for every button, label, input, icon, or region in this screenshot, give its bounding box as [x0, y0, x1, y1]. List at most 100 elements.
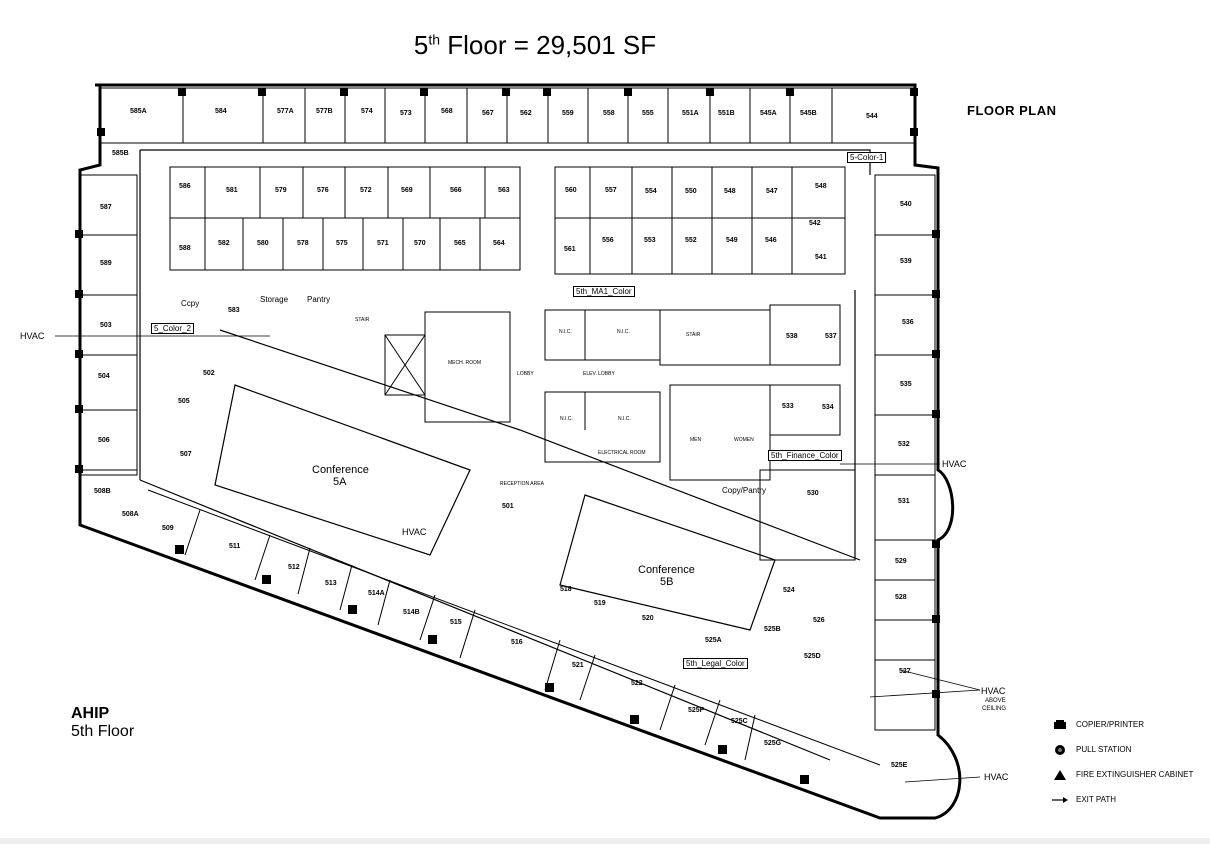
stair-label: STAIR [686, 332, 701, 338]
room-label: 528 [895, 594, 907, 601]
room-label: 569 [401, 187, 413, 194]
callout-finance-color[interactable]: 5th_Finance_Color [768, 450, 842, 461]
room-label: 525F [688, 707, 704, 714]
room-label: 525G [764, 740, 782, 747]
room-label: 555 [642, 110, 654, 117]
room-label: 584 [215, 108, 227, 115]
room-label: 534 [822, 404, 834, 411]
room-label: 548 [724, 188, 736, 195]
room-label: 520 [642, 615, 654, 622]
hvac-label: HVAC [942, 459, 967, 469]
callout-color-2[interactable]: 5_Color_2 [151, 323, 194, 334]
room-label: 575 [336, 240, 348, 247]
room-label: 574 [361, 108, 373, 115]
conference-5b-number: 5B [660, 576, 674, 588]
room-label: 545B [800, 110, 817, 117]
building-info: AHIP 5th Floor [71, 705, 134, 741]
callout-legal-color[interactable]: 5th_Legal_Color [683, 658, 748, 669]
hvac-label: HVAC [984, 772, 1009, 782]
legend-label: COPIER/PRINTER [1076, 720, 1145, 729]
room-label: 567 [482, 110, 494, 117]
room-label: 551B [718, 110, 735, 117]
room-label: 554 [645, 188, 657, 195]
room-label: 571 [377, 240, 389, 247]
legend-item: FIRE EXTINGUISHER CABINET [1050, 762, 1193, 787]
room-label: 515 [450, 619, 462, 626]
legend-item: COPIER/PRINTER [1050, 712, 1193, 737]
office-block-east [554, 166, 846, 275]
page-title: 5th Floor = 29,501 SF [413, 30, 657, 60]
room-label: 550 [685, 188, 697, 195]
room-label: 508B [94, 488, 111, 495]
room-label: 511 [229, 543, 241, 550]
room-label: 506 [98, 437, 110, 444]
floor-plan-label: FLOOR PLAN [967, 103, 1057, 118]
room-label: 522 [631, 680, 643, 687]
bottom-border [0, 838, 1210, 844]
fire-extinguisher-icon [1050, 768, 1070, 782]
building-floor: 5th Floor [71, 723, 135, 740]
room-label: 535 [900, 381, 912, 388]
room-label: 583 [228, 307, 240, 314]
room-label: 525A [705, 637, 722, 644]
west-perimeter-rooms [79, 174, 138, 476]
building-outline [78, 83, 962, 820]
room-label: 533 [782, 403, 794, 410]
room-label: 561 [564, 246, 576, 253]
nic-label: N.I.C. [560, 416, 573, 422]
copy-label: Ccpy [181, 299, 200, 308]
conference-5a-number: 5A [333, 476, 347, 488]
room-label: 585A [130, 108, 147, 115]
room-label: 545A [760, 110, 777, 117]
hvac-label: HVAC [402, 527, 427, 537]
legend: COPIER/PRINTER PULL STATION FIRE EXTINGU… [1050, 712, 1193, 812]
callout-ma1-color[interactable]: 5th_MA1_Color [573, 286, 635, 297]
room-label: 582 [218, 240, 230, 247]
room-label: 544 [866, 113, 878, 120]
room-label: 507 [180, 451, 192, 458]
room-label: 526 [813, 617, 825, 624]
room-label: 536 [902, 319, 914, 326]
room-label: 572 [360, 187, 372, 194]
room-label: 586 [179, 183, 191, 190]
room-label: 578 [297, 240, 309, 247]
room-label: 548 [815, 183, 827, 190]
room-label: 587 [100, 204, 112, 211]
legend-item: EXIT PATH [1050, 787, 1193, 812]
conference-5a-shape [214, 384, 471, 556]
room-label: 525B [764, 626, 781, 633]
east-perimeter-rooms [874, 174, 936, 731]
reception-label: RECEPTION AREA [500, 481, 544, 487]
conference-5a-label: Conference [312, 464, 369, 476]
legend-label: EXIT PATH [1076, 795, 1117, 804]
room-label: 518 [560, 586, 572, 593]
room-label: 542 [809, 220, 821, 227]
room-label: 580 [257, 240, 269, 247]
building-name: AHIP [71, 705, 110, 722]
building-core [384, 304, 856, 561]
room-label: 508A [122, 511, 139, 518]
stair-label: STAIR [355, 317, 370, 323]
room-label: 509 [162, 525, 174, 532]
room-label: 537 [825, 333, 837, 340]
callout-color-1[interactable]: 5-Color-1 [847, 152, 887, 163]
room-label: 564 [493, 240, 505, 247]
room-label: 556 [602, 237, 614, 244]
room-label: 552 [685, 237, 697, 244]
storage-label: Storage [260, 295, 289, 304]
hvac-label: HVAC [20, 331, 45, 341]
copier-printer-icon [1050, 718, 1070, 732]
south-perimeter-rooms [147, 489, 881, 766]
nic-label: N.I.C. [559, 329, 572, 335]
office-block-west [169, 166, 521, 271]
room-label: 530 [807, 490, 819, 497]
room-label: 579 [275, 187, 287, 194]
room-label: 512 [288, 564, 300, 571]
room-label: 502 [203, 370, 215, 377]
room-label: 516 [511, 639, 523, 646]
room-label: 504 [98, 373, 110, 380]
